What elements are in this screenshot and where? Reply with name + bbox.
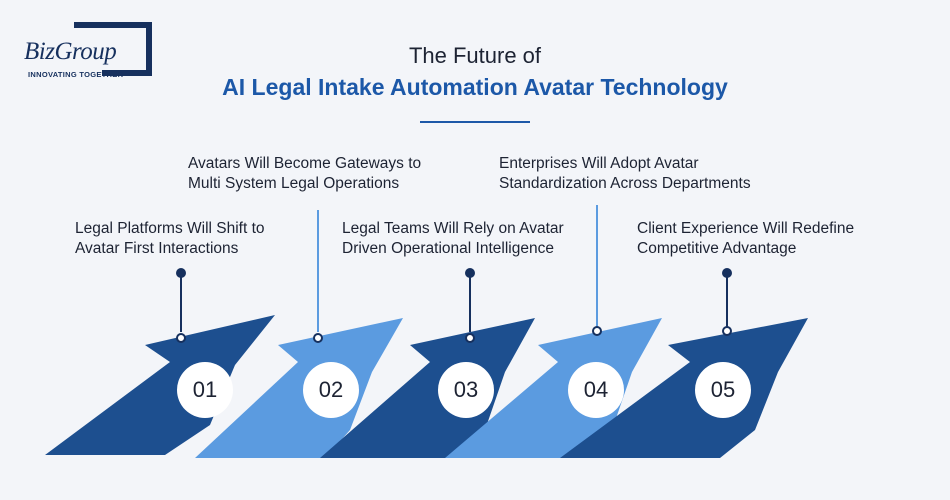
step-5-number: 05	[695, 362, 751, 418]
arrow-step-3	[320, 318, 535, 458]
title-underline	[420, 121, 530, 123]
title-line-2: AI Legal Intake Automation Avatar Techno…	[222, 74, 728, 100]
step-4-label: Enterprises Will Adopt Avatar Standardiz…	[499, 154, 751, 194]
logo-brand: BizGroup	[24, 38, 117, 65]
step-1-connector	[180, 272, 182, 332]
step-2-number: 02	[303, 362, 359, 418]
title-line-1: The Future of	[408, 43, 542, 68]
step-4-number: 04	[568, 362, 624, 418]
step-1-line-2: Avatar First Interactions	[75, 240, 239, 257]
step-5-line-2: Competitive Advantage	[637, 240, 797, 257]
step-2-line-1: Avatars Will Become Gateways to	[188, 155, 422, 172]
step-5-connector	[726, 272, 728, 328]
logo-tagline: INNOVATING TOGETHER	[28, 70, 124, 79]
arrow-step-2	[195, 318, 403, 458]
step-3-label: Legal Teams Will Rely on Avatar Driven O…	[342, 219, 564, 259]
logo-frame-shape	[74, 22, 152, 76]
step-5-top-dot	[722, 268, 732, 278]
step-2-line-2: Multi System Legal Operations	[188, 175, 400, 192]
step-5-anchor-dot	[722, 326, 732, 336]
step-5-line-1: Client Experience Will Redefine	[637, 220, 855, 237]
step-2-label: Avatars Will Become Gateways to Multi Sy…	[188, 154, 421, 194]
step-3-connector	[469, 272, 471, 332]
step-3-number: 03	[438, 362, 494, 418]
step-1-top-dot	[176, 268, 186, 278]
step-2-anchor-dot	[313, 333, 323, 343]
arrow-step-5	[560, 318, 808, 458]
arrow-step-1	[45, 315, 275, 455]
step-2-connector	[317, 210, 319, 332]
step-1-number: 01	[177, 362, 233, 418]
step-4-anchor-dot	[592, 326, 602, 336]
step-1-line-1: Legal Platforms Will Shift to	[75, 220, 265, 237]
step-3-anchor-dot	[465, 333, 475, 343]
step-3-line-2: Driven Operational Intelligence	[342, 240, 554, 257]
step-1-label: Legal Platforms Will Shift to Avatar Fir…	[75, 219, 265, 259]
step-5-label: Client Experience Will Redefine Competit…	[637, 219, 854, 259]
step-4-connector	[596, 205, 598, 327]
step-1-anchor-dot	[176, 333, 186, 343]
bizgroup-logo: BizGroup INNOVATING TOGETHER	[24, 22, 159, 84]
step-3-top-dot	[465, 268, 475, 278]
step-4-line-1: Enterprises Will Adopt Avatar	[499, 155, 699, 172]
step-4-line-2: Standardization Across Departments	[499, 175, 751, 192]
step-3-line-1: Legal Teams Will Rely on Avatar	[342, 220, 564, 237]
